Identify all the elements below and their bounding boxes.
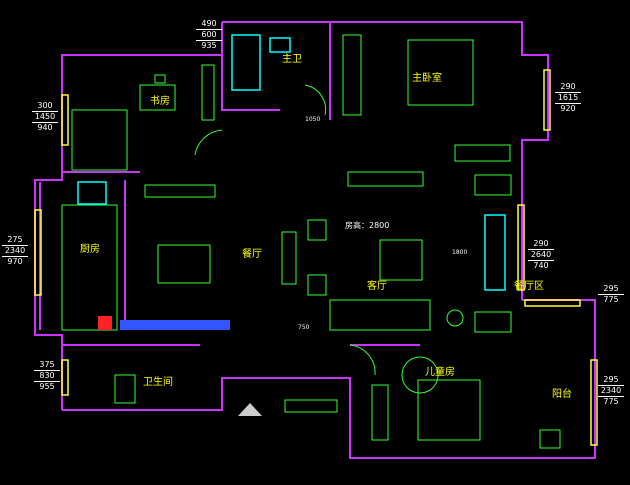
north-arrow-icon (238, 403, 262, 416)
dim-value: 295 (598, 375, 624, 386)
balcony-washer (539, 429, 561, 449)
dim-top-bath: 490 600 935 (196, 19, 222, 51)
dim-balcony-top: 295 775 (598, 284, 624, 305)
window-kitchen (34, 209, 42, 296)
dim-living: 290 2640 740 (528, 239, 554, 271)
window-wc (61, 359, 69, 396)
master-tv-cabinet (454, 144, 511, 162)
note-small-b: 750 (298, 324, 310, 331)
dining-table (157, 244, 211, 284)
study-sofa (71, 109, 128, 171)
dim-value: 290 (528, 239, 554, 250)
dim-value: 290 (555, 82, 581, 93)
furniture (61, 34, 561, 449)
dim-value: 2340 (2, 246, 28, 257)
dim-value: 490 (196, 19, 222, 30)
room-restaurant-label: 餐厅 (242, 249, 262, 260)
dim-study: 300 1450 940 (32, 101, 58, 133)
outer-wall-bottom (62, 299, 596, 459)
dim-value: 970 (7, 257, 23, 266)
dim-value: 935 (201, 41, 217, 50)
ceiling-height-note: 房高：2800 (345, 221, 390, 230)
dim-value: 600 (196, 30, 222, 41)
door-arc-study (194, 129, 223, 156)
dim-balcony: 295 2340 775 (598, 375, 624, 407)
master-bed (407, 39, 474, 106)
dim-value: 1450 (32, 112, 58, 123)
room-kitchen-label: 厨房 (80, 244, 100, 255)
living-side-cabinet (281, 231, 297, 285)
room-study-label: 书房 (150, 96, 170, 107)
living-lamp (446, 309, 464, 327)
dim-value: 1615 (555, 93, 581, 104)
kids-bed (417, 379, 481, 441)
living-tv-bench (484, 214, 506, 291)
dim-value: 295 (598, 284, 624, 295)
dim-value: 740 (533, 261, 549, 270)
kitchen-cabinet-blue (120, 320, 230, 330)
walls (34, 21, 596, 459)
fixtures (77, 34, 506, 291)
room-dining-area-label: 餐厅区 (514, 281, 544, 292)
living-tv-unit (347, 171, 424, 187)
living-armchair-1 (307, 219, 327, 241)
dining-sideboard (144, 184, 216, 198)
inner-wall-bath (221, 55, 280, 111)
dim-kitchen: 275 2340 970 (2, 235, 28, 267)
dim-value: 940 (37, 123, 53, 132)
kids-wardrobe (371, 384, 389, 441)
room-master-bath-label: 主卫 (282, 54, 302, 65)
dim-value: 955 (39, 382, 55, 391)
note-small-c: 1800 (452, 249, 468, 256)
study-bookshelf (201, 64, 215, 121)
dim-value: 300 (32, 101, 58, 112)
living-balcony-cabinet-2 (474, 311, 512, 333)
dim-wc: 375 830 955 (34, 360, 60, 392)
dim-value: 830 (34, 371, 60, 382)
kitchen-stove (77, 181, 107, 205)
wc-fixture (114, 374, 136, 404)
window-balcony-top (524, 299, 581, 307)
outer-wall-top (222, 21, 549, 175)
window-master (543, 69, 551, 131)
living-armchair-2 (307, 274, 327, 296)
dim-value: 275 (2, 235, 28, 246)
window-study (61, 94, 69, 146)
dim-value: 775 (603, 295, 619, 304)
windows (34, 69, 598, 446)
bath-sink (269, 37, 291, 53)
dim-master: 290 1615 920 (555, 82, 581, 114)
door-arc-bath (304, 84, 327, 116)
room-master-bedroom-label: 主卧室 (412, 73, 442, 84)
room-living-label: 客厅 (367, 281, 387, 292)
window-living (517, 204, 525, 291)
kids-round-rug (401, 356, 439, 394)
living-balcony-cabinet (474, 174, 512, 196)
living-sofa (329, 299, 431, 331)
dim-value: 2340 (598, 386, 624, 397)
dim-value: 375 (34, 360, 60, 371)
window-balcony (590, 359, 598, 446)
living-coffee-table (379, 239, 423, 281)
door-arc-entry (349, 344, 376, 376)
room-kids-label: 儿童房 (425, 367, 455, 378)
dim-value: 920 (560, 104, 576, 113)
entry-cabinet (284, 399, 338, 413)
kitchen-fridge-red (98, 316, 112, 330)
dim-value: 2640 (528, 250, 554, 261)
master-wardrobe (342, 34, 362, 116)
study-chair (154, 74, 166, 84)
study-desk (139, 84, 176, 111)
dim-value: 775 (603, 397, 619, 406)
note-small-a: 1050 (305, 116, 321, 123)
outer-wall-left (34, 22, 223, 410)
room-bathroom-label: 卫生间 (143, 377, 173, 388)
room-balcony-label: 阳台 (552, 389, 572, 400)
kitchen-counter (61, 204, 118, 331)
bathtub (231, 34, 261, 91)
